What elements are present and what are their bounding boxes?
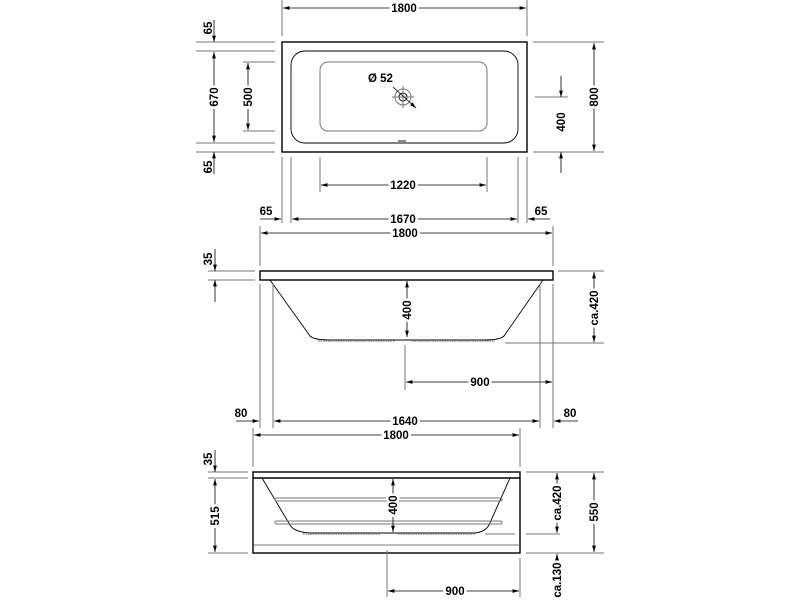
panel-rim-height-label: 35 — [203, 452, 215, 465]
section-depth-label: ca.420 — [589, 290, 601, 325]
section-inner-depth-label: 400 — [402, 300, 414, 319]
tub-outline — [281, 41, 528, 153]
tub-bowl-hidden — [261, 477, 511, 534]
panel-drain-position-label: 900 — [445, 586, 464, 598]
tub-bottom — [319, 61, 488, 132]
tub-rim — [259, 270, 554, 281]
plan-inner-width-label: 670 — [209, 87, 221, 106]
tub-inner-edge — [290, 50, 519, 144]
tub-bowl — [269, 279, 544, 341]
panel-view: 1800 400 35 515 ca.420 550 ca.130 900 — [203, 428, 604, 600]
plan-inner-length-label: 1670 — [390, 214, 416, 226]
panel-inner-depth-label: 400 — [388, 495, 400, 514]
plan-rim-left-label: 65 — [260, 206, 273, 218]
plan-width-label: 800 — [589, 87, 601, 106]
plan-rim-right-label: 65 — [535, 206, 548, 218]
panel-length-label: 1800 — [383, 430, 409, 442]
panel-height-label: 515 — [210, 506, 222, 526]
section-support-left-label: 80 — [235, 408, 248, 420]
section-support-span-label: 1640 — [392, 416, 418, 428]
section-view: 1800 400 35 ca.420 900 1640 80 80 — [203, 226, 604, 431]
drain-diameter-label: Ø 52 — [368, 73, 393, 85]
plan-drain-offset-label: 400 — [556, 112, 568, 131]
panel-floor-clearance-label: ca.130 — [552, 562, 564, 597]
plan-rim-bottom-label: 65 — [203, 160, 215, 173]
drain-icon — [392, 86, 414, 108]
section-length-label: 1800 — [392, 228, 418, 240]
plan-rim-top-label: 65 — [203, 21, 215, 34]
plan-bottom-length-label: 1220 — [390, 180, 416, 192]
section-rim-height-label: 35 — [203, 252, 215, 265]
section-support-right-label: 80 — [564, 408, 577, 420]
plan-bottom-width-label: 500 — [243, 87, 255, 106]
tub-panel — [252, 471, 521, 554]
plan-view: Ø 52 1800 65 670 500 65 800 400 1220 167… — [196, 0, 604, 229]
overflow-icon — [398, 140, 406, 142]
panel-total-height-label: 550 — [589, 502, 601, 521]
section-drain-position-label: 900 — [470, 377, 489, 389]
plan-length-label: 1800 — [391, 3, 417, 15]
panel-depth-label: ca.420 — [552, 485, 564, 520]
